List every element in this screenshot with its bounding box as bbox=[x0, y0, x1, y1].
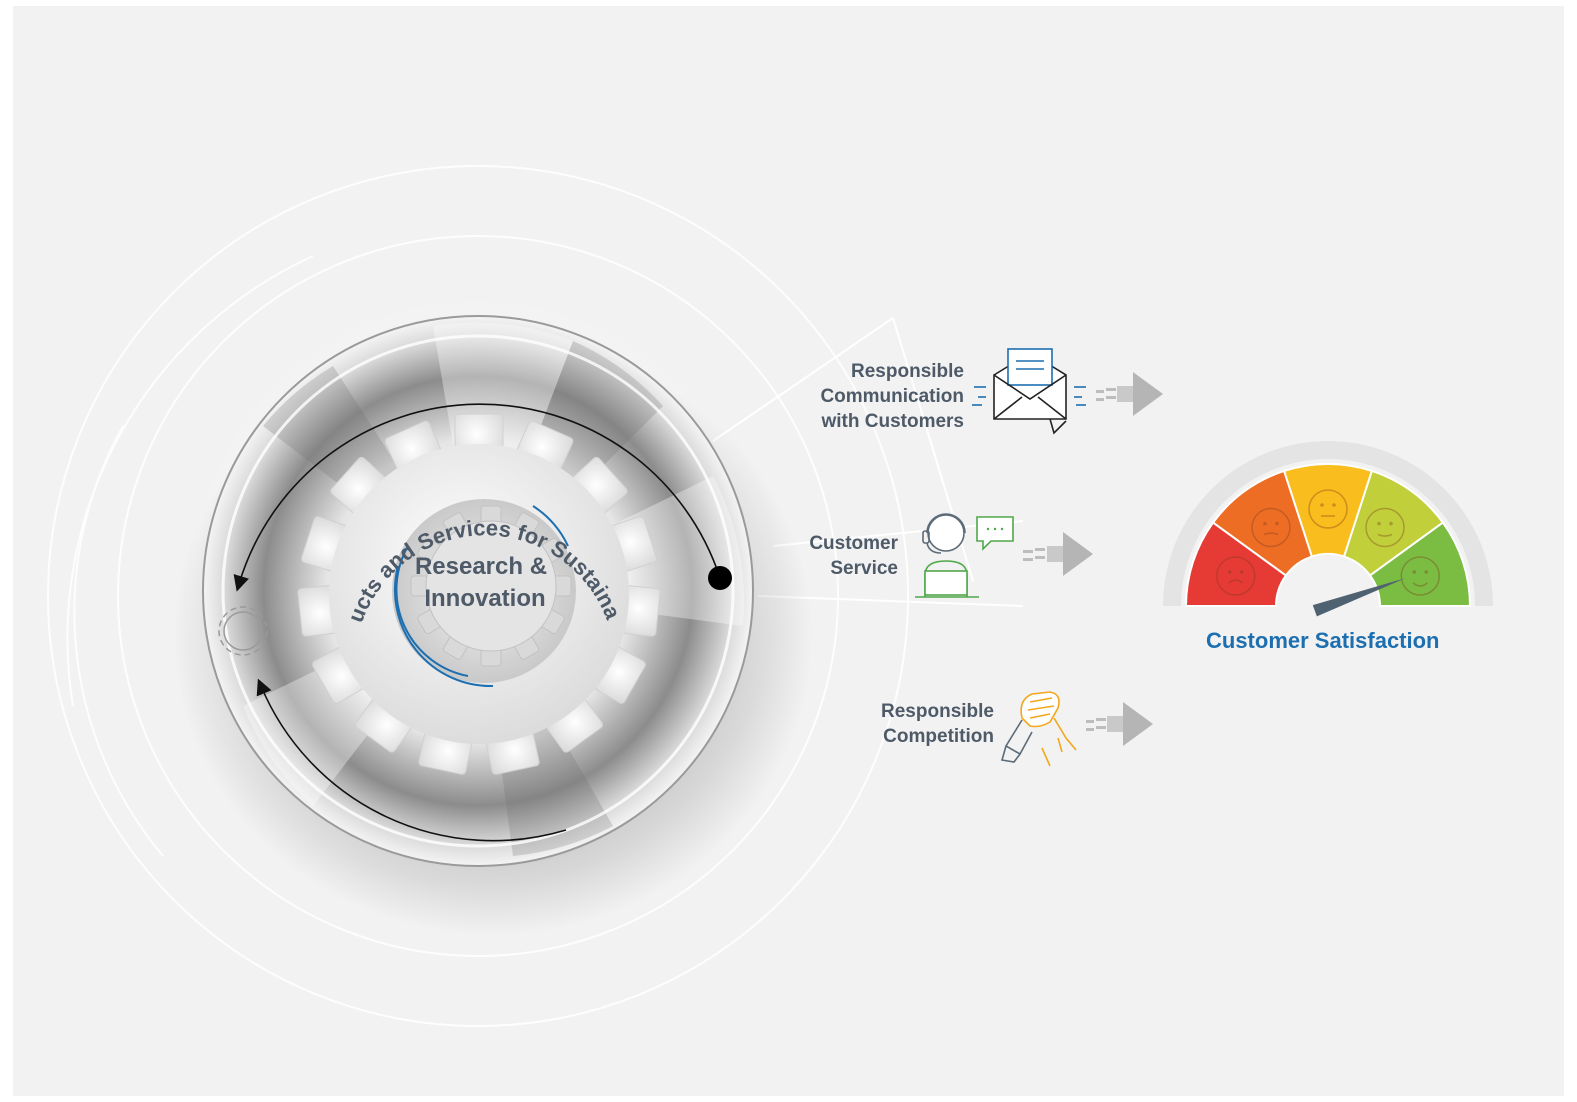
infographic-panel: Products and Services for Sustainability… bbox=[13, 6, 1564, 1096]
gauge-segments bbox=[1184, 463, 1472, 607]
face-very-unhappy-icon bbox=[1215, 556, 1256, 596]
gauge-needle bbox=[1312, 578, 1406, 617]
satisfaction-gauge bbox=[1163, 441, 1493, 617]
dotted-arrow-2 bbox=[1023, 532, 1093, 576]
cycle-arrow-top bbox=[233, 403, 721, 592]
handshake-icon bbox=[1000, 691, 1077, 767]
dotted-arrow-1 bbox=[1096, 372, 1163, 416]
gauge-bezel bbox=[1163, 441, 1493, 606]
inner-gear bbox=[410, 505, 572, 667]
disc-ring bbox=[221, 334, 735, 848]
face-happy-icon bbox=[1365, 507, 1405, 548]
dotted-arrow-3 bbox=[1086, 702, 1153, 746]
core-text-line-2: Innovation bbox=[424, 585, 545, 612]
cycle-start-dot bbox=[708, 566, 732, 590]
face-very-happy-icon bbox=[1400, 556, 1441, 596]
hub-accent-arcs bbox=[393, 505, 569, 688]
factor-label-competition: Responsible Competition bbox=[881, 701, 994, 747]
small-gear-icon bbox=[218, 606, 268, 656]
gauge-title: Customer Satisfaction bbox=[1206, 628, 1440, 653]
factor-label-communication: Responsible Communication with Customers bbox=[820, 361, 964, 432]
gauge-segment-very-happy bbox=[1368, 521, 1472, 607]
customer-service-agent-icon bbox=[915, 513, 1014, 598]
disc-edge bbox=[202, 315, 754, 867]
face-neutral-icon bbox=[1308, 489, 1348, 529]
gauge-faces bbox=[1215, 489, 1441, 596]
background-rings bbox=[47, 165, 909, 1027]
factor-label-customer-service: Customer Service bbox=[809, 533, 898, 579]
face-unhappy-icon bbox=[1251, 507, 1291, 548]
cycle-arrow-bottom bbox=[256, 678, 567, 842]
envelope-icon bbox=[972, 348, 1086, 435]
core-text-line-1: Research & bbox=[415, 553, 547, 580]
diagram-canvas: Products and Services for Sustainability… bbox=[13, 6, 1493, 1027]
